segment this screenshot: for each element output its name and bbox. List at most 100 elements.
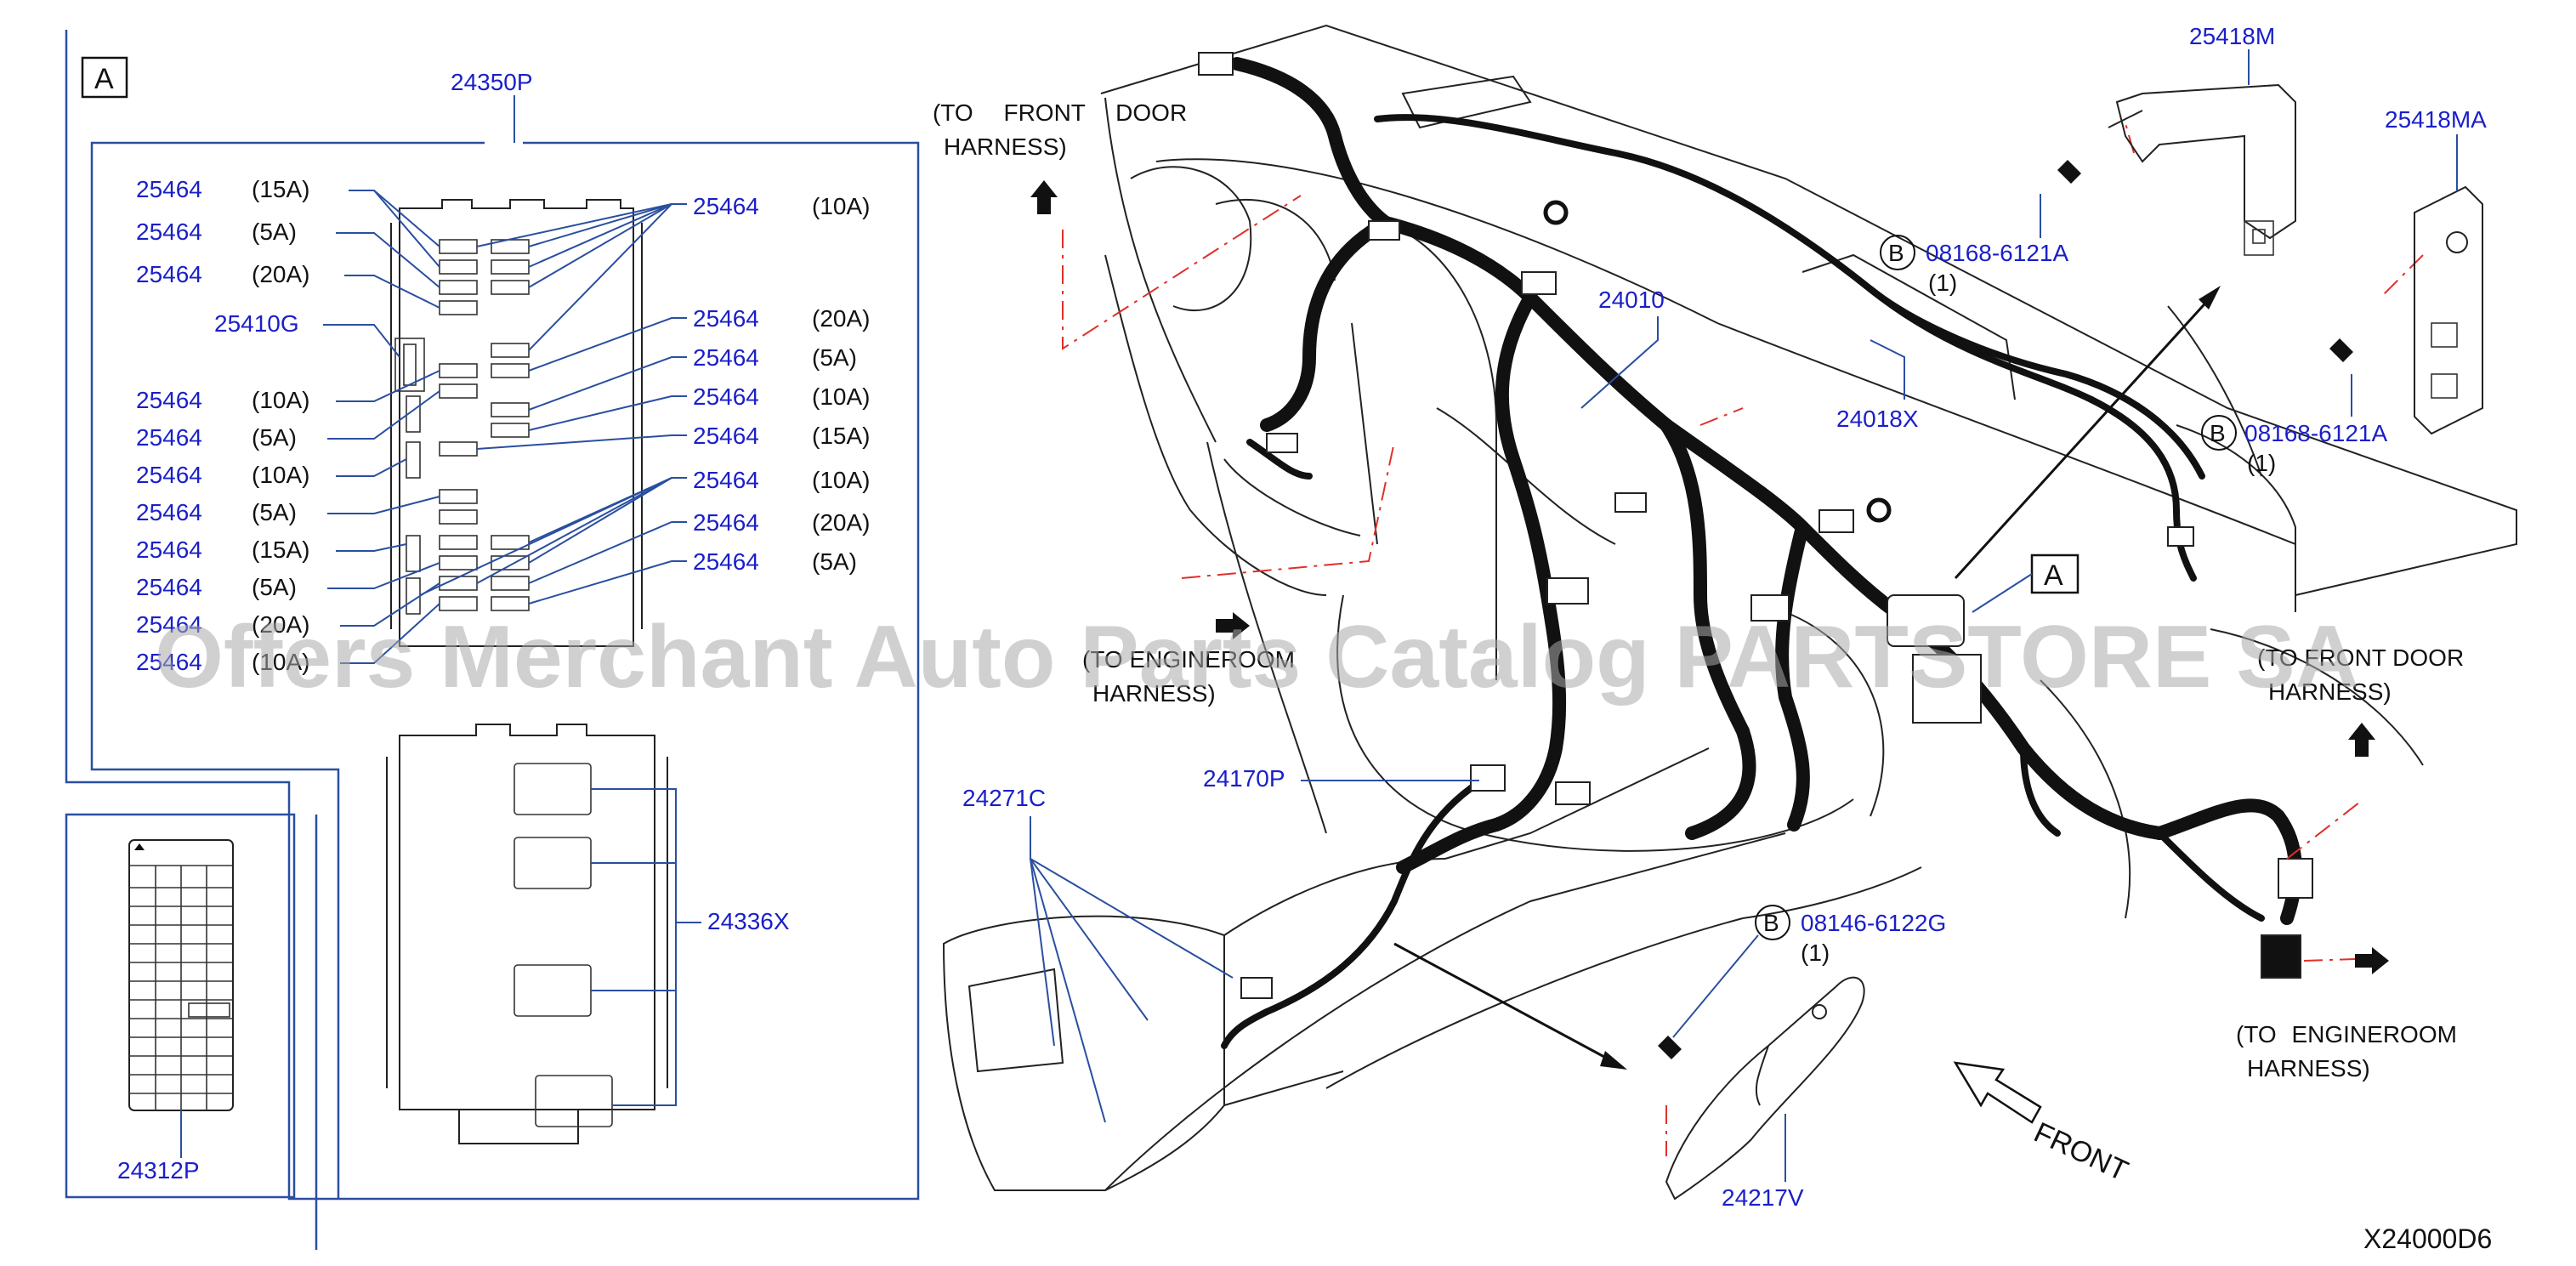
- fuse-label-amp: (5A): [812, 548, 857, 575]
- bolt-qty: (1): [1801, 940, 1830, 966]
- fuse-label-part: 25464: [136, 499, 202, 525]
- fuse-label-amp: (10A): [812, 193, 870, 219]
- fuse-label-part: 25464: [136, 462, 202, 488]
- note-line: (TO ENGINEROOM: [1082, 646, 1295, 673]
- fuse-label-amp: (10A): [252, 462, 309, 488]
- relay-leaders: [591, 788, 701, 1106]
- diagram-code: X24000D6: [2363, 1223, 2492, 1254]
- floor-console: [942, 747, 1922, 1191]
- fuse-label-amp: (10A): [252, 387, 309, 413]
- bracket-lower-part-number: 24217V: [1722, 1184, 1804, 1211]
- relay-box-part-number: 24336X: [707, 908, 790, 934]
- fuse-label-part: 25464: [693, 383, 759, 410]
- fuse-label-part: 25464: [136, 424, 202, 451]
- note-line: (TO FRONT DOOR: [2257, 644, 2464, 671]
- bolt-qty: (1): [1928, 270, 1957, 296]
- fuse-label-amp: (20A): [252, 261, 309, 287]
- fuse-label-part: 25464: [693, 467, 759, 493]
- note-line: HARNESS): [944, 133, 1067, 160]
- fuse-label-part: 25464: [136, 649, 202, 675]
- fuse-label-part: 25464: [136, 387, 202, 413]
- clip-leaders: [1030, 816, 1234, 1123]
- bolt-part-number: 08168-6121A: [2244, 420, 2387, 446]
- fuse-label-part: 25464: [136, 176, 202, 202]
- bracket-upper-a-part-number: 25418MA: [2385, 106, 2487, 133]
- bracket-upper-part-number: 25418M: [2189, 23, 2275, 49]
- fuse-slots-right: [491, 239, 530, 611]
- bracket-25418m: [2057, 83, 2296, 256]
- bracket-24217v: [1658, 976, 1865, 1201]
- bolt-callout: B 08168-6121A (1): [1880, 194, 2068, 296]
- fuse-label-amp: (10A): [812, 383, 870, 410]
- bolt-callout: B 08168-6121A (1): [2201, 374, 2387, 476]
- fuse-label-amp: (5A): [252, 499, 297, 525]
- bolt-qty: (1): [2247, 450, 2276, 476]
- bolt-part-number: 08146-6122G: [1801, 910, 1946, 936]
- bolt-callout: B 08146-6122G (1): [1672, 905, 1946, 1038]
- fuse-label-amp: (10A): [252, 649, 309, 675]
- fuse-label-amp: (5A): [812, 344, 857, 371]
- connectors: [1198, 52, 2313, 999]
- main-harness-part-number: 24010: [1598, 287, 1665, 313]
- note-front-door-right: (TO FRONT DOOR HARNESS): [2257, 644, 2464, 757]
- note-front-door-left: (TO FRONT DOOR HARNESS): [933, 99, 1187, 214]
- upper-harness-part-number: 24018X: [1836, 406, 1919, 432]
- leader-arrows: [1393, 286, 2221, 1070]
- watermark: Offers Merchant Auto Parts Catalog PARTS…: [155, 608, 2359, 707]
- note-line: HARNESS): [2247, 1055, 2370, 1081]
- fuse-label-amp: (5A): [252, 574, 297, 600]
- fuse-labels-right: 25464 (10A) 25464 (20A) 25464 (5A) 25464…: [693, 193, 870, 575]
- clip-part-number: 24271C: [962, 785, 1046, 811]
- bracket-25418ma: [2329, 185, 2483, 435]
- fuse-label-amp: (20A): [812, 305, 870, 332]
- fuse-label-part: 25464: [693, 344, 759, 371]
- note-engineroom-left: (TO ENGINEROOM HARNESS): [1082, 612, 1295, 707]
- routing-dashes: [1062, 122, 2424, 1156]
- bolt-part-number: 08168-6121A: [1926, 240, 2068, 266]
- fuse-box-part-number: 24350P: [451, 69, 533, 95]
- relay-box: [386, 724, 668, 1144]
- fuse-labels-left: 25464 (15A) 25464 (5A) 25464 (20A) 25410…: [136, 176, 309, 675]
- front-indicator: FRONT: [1953, 1061, 2133, 1188]
- note-engineroom-right: (TO ENGINEROOM HARNESS): [2236, 947, 2457, 1081]
- inset-frames: [65, 30, 920, 1250]
- fuse-label-part: 25464: [693, 423, 759, 449]
- fuse-label-amp: (15A): [252, 536, 309, 563]
- console-harness-part-number: 24170P: [1203, 765, 1285, 792]
- section-a-box: [81, 56, 128, 99]
- note-line: HARNESS): [2268, 678, 2392, 705]
- bolt-ref: B: [1888, 240, 1904, 266]
- fuse-label-part: 25464: [136, 261, 202, 287]
- fuse-label-amp: (5A): [252, 219, 297, 245]
- fuse-label-part: 25410G: [214, 310, 299, 337]
- label-card-part-number: 24312P: [117, 1157, 200, 1184]
- fuse-leaders-left: [323, 190, 440, 664]
- front-label: FRONT: [2029, 1116, 2133, 1188]
- note-line: (TO ENGINEROOM: [2236, 1021, 2457, 1047]
- bolt-ref: B: [2210, 420, 2226, 446]
- note-line: (TO FRONT DOOR: [933, 99, 1187, 126]
- fuse-label-amp: (15A): [812, 423, 870, 449]
- fuse-label-amp: (5A): [252, 424, 297, 451]
- fuse-label-part: 25464: [693, 548, 759, 575]
- fuse-label-part: 25464: [136, 219, 202, 245]
- fuse-label-amp: (20A): [252, 611, 309, 638]
- fuse-label-part: 25464: [136, 574, 202, 600]
- bolt-ref: B: [1763, 910, 1779, 936]
- detail-a-label: A: [2044, 559, 2063, 592]
- dashboard-outline: [1100, 24, 2517, 919]
- fuse-leaders-right: [419, 203, 687, 605]
- note-line: HARNESS): [1092, 680, 1216, 707]
- wire-harness: [1221, 57, 2302, 1049]
- fuse-label-part: 25464: [136, 536, 202, 563]
- fuse-block: [390, 199, 643, 647]
- label-card: [128, 839, 234, 1111]
- fuse-label-part: 25464: [693, 509, 759, 536]
- fuse-label-amp: (20A): [812, 509, 870, 536]
- fuse-label-amp: (15A): [252, 176, 309, 202]
- fuse-label-part: 25464: [693, 305, 759, 332]
- section-a-label: A: [94, 63, 114, 95]
- fuse-label-part: 25464: [693, 193, 759, 219]
